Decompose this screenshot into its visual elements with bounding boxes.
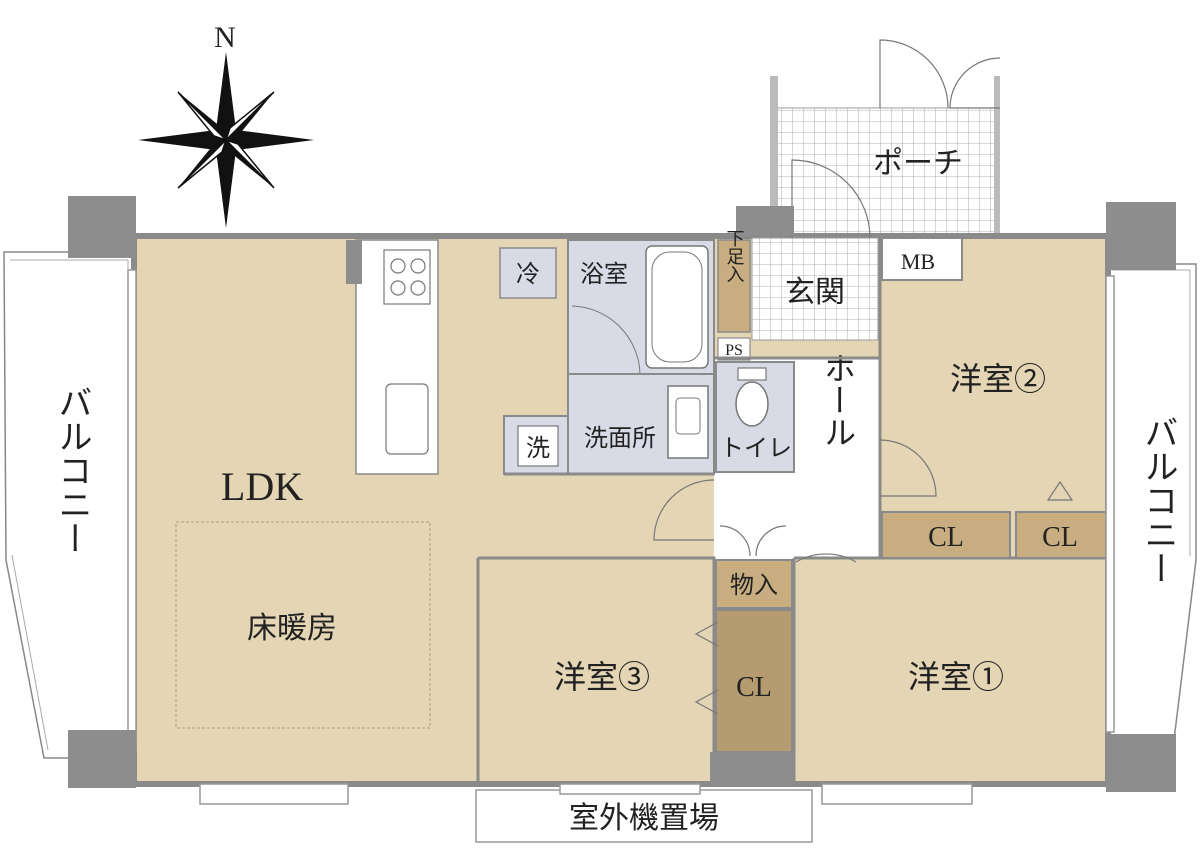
kitchen-sink-icon — [385, 383, 429, 455]
cl-room2-left-label: CL — [928, 522, 964, 553]
toilet-label: トイレ — [720, 434, 792, 462]
storage-closet — [715, 559, 793, 609]
ps-label: PS — [725, 342, 743, 359]
closet-room2-left — [881, 511, 1011, 559]
floor-heating-area — [175, 521, 431, 729]
compass: N — [138, 21, 314, 228]
outdoor-unit-space — [475, 789, 813, 843]
compass-rose-icon — [138, 52, 314, 228]
porch — [770, 39, 1001, 237]
windows — [127, 269, 1115, 805]
ps-shaft — [717, 337, 751, 361]
shoe-storage — [717, 239, 751, 333]
stove-icon — [383, 249, 431, 305]
washroom-label: 洗面所 — [584, 424, 656, 452]
outdoor-unit-space-label: 室外機置場 — [569, 801, 719, 836]
entrance-label: 玄関 — [785, 275, 845, 310]
fridge-label: 冷 — [516, 260, 540, 288]
room2-label: 洋室② — [950, 360, 1046, 398]
storage-label: 物入 — [730, 571, 778, 599]
shoe-storage-label: 下足入 — [724, 229, 745, 283]
compass-north-label: N — [214, 21, 236, 54]
entrance — [736, 159, 879, 341]
washer-space — [517, 425, 559, 467]
washer-label: 洗 — [526, 434, 550, 462]
partition-walls — [476, 236, 1108, 784]
door-swings — [653, 439, 1074, 715]
toilet-room — [715, 361, 795, 473]
bathroom — [567, 239, 715, 375]
kitchen-counter — [346, 239, 439, 475]
room3-label: 洋室③ — [554, 658, 650, 696]
hall-label: ホール — [819, 352, 857, 448]
porch-label: ポーチ — [873, 146, 963, 181]
bath-label: 浴室 — [580, 260, 628, 288]
toilet-icon — [735, 381, 769, 427]
room1-label: 洋室① — [908, 658, 1004, 696]
cl-center-label: CL — [736, 672, 772, 703]
floor-heating-label: 床暖房 — [247, 611, 337, 646]
ldk-label: LDK — [221, 464, 303, 509]
structural-columns — [68, 196, 1176, 792]
balcony-right-label: バルコニー — [1138, 415, 1178, 585]
cl-room2-right-label: CL — [1042, 522, 1078, 553]
fridge-space — [499, 247, 557, 299]
balcony-left-label: バルコニー — [52, 385, 92, 555]
mb-box — [881, 237, 963, 281]
mb-label: MB — [901, 249, 935, 274]
